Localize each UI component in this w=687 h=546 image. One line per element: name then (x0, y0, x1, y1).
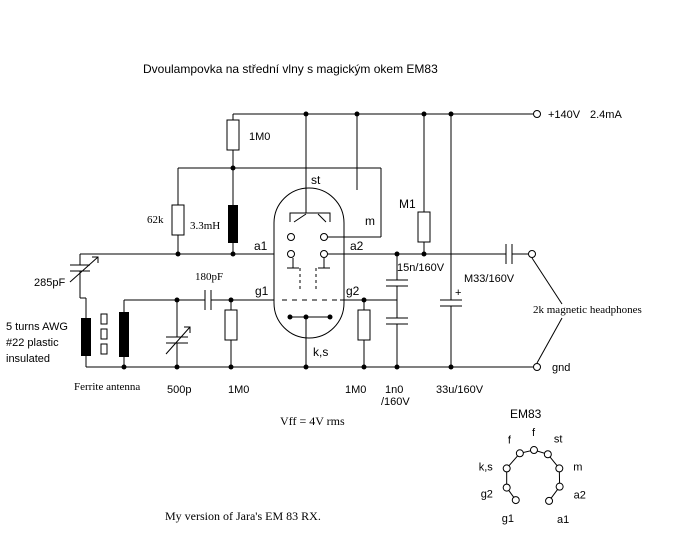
ground-terminal (533, 363, 541, 371)
pinout-pin-label: f (508, 434, 512, 446)
label-c-15n: 15n/160V (397, 262, 445, 274)
ground-label: gnd (552, 362, 570, 374)
label-c-33u: 33u/160V (436, 384, 484, 396)
pinout-pin (545, 496, 554, 505)
plate-resistor-1m0 (226, 114, 240, 171)
pin-label-st: st (311, 173, 321, 187)
pin-label-g1: g1 (255, 284, 269, 298)
label-500p: 500p (167, 384, 191, 396)
label-r-top: 1M0 (249, 131, 270, 143)
coil-note-3: insulated (6, 353, 50, 365)
label-r-g2: 1M0 (345, 384, 366, 396)
tube-em83 (273, 114, 493, 367)
pinout-pin-label: st (554, 433, 563, 445)
choke-3-3mh (228, 168, 238, 254)
label-c-m33: M33/160V (464, 273, 515, 285)
pinout-pin-label: f (532, 427, 536, 439)
label-r-m1: M1 (399, 197, 416, 211)
cap-15n (386, 251, 408, 318)
pin-label-m: m (365, 214, 375, 228)
label-c-285: 285pF (34, 277, 65, 289)
ferrite-rod (100, 313, 108, 355)
pinout-pin (515, 449, 524, 458)
pinout-title: EM83 (510, 407, 542, 421)
svg-text:+: + (455, 287, 461, 299)
variable-cap-285pf (69, 256, 99, 298)
supply-current: 2.4mA (590, 109, 622, 121)
pinout-pin (543, 450, 552, 459)
pinout-pin-label: a2 (574, 490, 586, 502)
pin-label-a2: a2 (350, 239, 364, 253)
pinout-pin (502, 464, 511, 473)
label-choke: 3.3mH (190, 220, 220, 232)
variable-cap-500p (165, 297, 191, 367)
pinout-pin-label: g2 (481, 489, 493, 501)
anode-line (79, 251, 291, 265)
pinout-pin (529, 446, 538, 455)
antenna-coil-primary (80, 297, 91, 367)
label-c-180: 180pF (195, 271, 223, 283)
supply-terminal (533, 110, 541, 118)
grid-resistor-g2 (340, 297, 397, 367)
headphones-label: 2k magnetic headphones (533, 304, 642, 316)
pinout-pin (555, 482, 564, 491)
supply-voltage: +140V (548, 109, 581, 121)
grid-resistor-g1 (224, 300, 238, 367)
coupling-cap-180pf (200, 290, 282, 310)
pin-label-g2: g2 (346, 284, 360, 298)
antenna-label: Ferrite antenna (74, 381, 140, 393)
pinout-pin (511, 496, 520, 505)
pinout-pin (502, 483, 511, 492)
schematic-title: Dvoulampovka na střední vlny s magickým … (143, 62, 438, 76)
resistor-m1 (417, 114, 431, 254)
cap-33u: + (440, 114, 462, 367)
cap-1n0 (386, 317, 408, 367)
supply-rail (233, 110, 541, 118)
output-cap-m33 (493, 244, 536, 264)
resistor-62k (171, 167, 381, 254)
label-c-1n0-a: 1n0 (385, 384, 403, 396)
antenna-coil-secondary (119, 299, 200, 367)
pinout-pin (555, 464, 564, 473)
ground-rail (86, 363, 541, 371)
pinout-diagram: f f st m a2 a1 g1 g2 k,s (479, 427, 586, 526)
label-c-1n0-b: /160V (381, 396, 410, 408)
headphone-leads (531, 257, 563, 364)
label-r-62k: 62k (147, 214, 164, 226)
pinout-outline (506, 449, 561, 502)
coil-note-1: 5 turns AWG (6, 321, 68, 333)
pinout-pin-label: a1 (557, 514, 569, 526)
coil-note-2: #22 plastic (6, 337, 59, 349)
pinout-pin-label: k,s (479, 461, 494, 473)
pin-label-ks: k,s (313, 345, 328, 359)
label-r-g1: 1M0 (228, 384, 249, 396)
pin-label-a1: a1 (254, 239, 268, 253)
footer-note: My version of Jara's EM 83 RX. (165, 509, 321, 523)
heater-voltage-label: Vff = 4V rms (280, 414, 345, 428)
pinout-pin-label: m (573, 461, 582, 473)
pinout-pin-label: g1 (502, 513, 514, 525)
